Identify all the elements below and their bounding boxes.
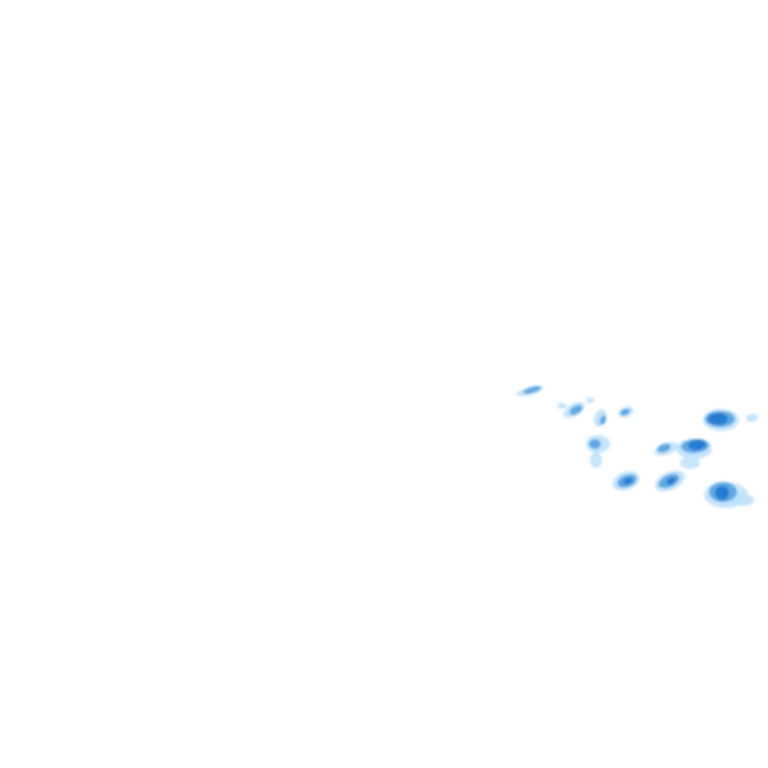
moderate-echo <box>657 443 671 453</box>
light-echo <box>730 494 754 506</box>
heavy-echo <box>708 413 728 425</box>
moderate-echo <box>599 415 607 425</box>
light-echo <box>746 413 758 423</box>
heavy-echo <box>715 486 729 500</box>
heavy-precip-areas <box>623 413 729 500</box>
heavy-echo <box>623 477 633 485</box>
heavy-echo <box>666 477 676 485</box>
moderate-echo <box>569 405 583 415</box>
heavy-echo <box>688 439 706 451</box>
moderate-echo <box>589 439 601 449</box>
moderate-echo <box>523 386 541 394</box>
light-echo <box>680 457 700 469</box>
light-echo <box>590 452 602 468</box>
light-echo <box>557 403 567 409</box>
light-echo <box>586 397 594 403</box>
moderate-echo <box>620 408 630 416</box>
